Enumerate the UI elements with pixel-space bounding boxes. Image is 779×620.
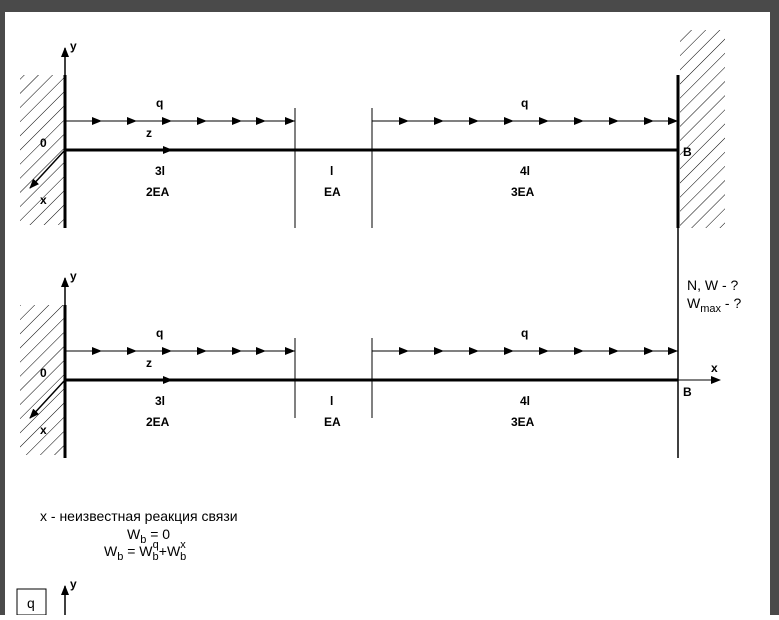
load-q-label-2: q bbox=[521, 96, 528, 110]
question-line-1: N, W - ? bbox=[687, 277, 739, 293]
segment-length-2: l bbox=[330, 164, 333, 178]
window-frame-right bbox=[770, 0, 779, 615]
y-axis-label: y bbox=[70, 577, 77, 591]
segment-stiffness-3: 3EA bbox=[511, 415, 535, 429]
left-wall-hatch bbox=[20, 75, 65, 225]
left-wall-hatch bbox=[20, 305, 65, 455]
x-axis-arrow bbox=[29, 379, 66, 419]
equation-2: Wb = Wbq+Wbx bbox=[104, 539, 186, 563]
equation-1: Wb = 0 bbox=[127, 526, 170, 546]
segment-length-2: l bbox=[330, 394, 333, 408]
question-line-2: Wmax - ? bbox=[687, 295, 741, 315]
segment-stiffness-1: 2EA bbox=[146, 415, 170, 429]
right-wall-hatch bbox=[680, 30, 725, 228]
load-q-label-1: q bbox=[156, 326, 163, 340]
question: N, W - ? Wmax - ? bbox=[687, 277, 741, 315]
z-axis-label: z bbox=[146, 356, 152, 370]
load-arrows-1 bbox=[92, 347, 295, 355]
diagram-1: y x 0 z B q q 3l 2EA l EA 4l bbox=[20, 30, 725, 228]
diagram-2: y x 0 x z B q q 3l 2EA l EA 4l 3EA bbox=[20, 228, 721, 458]
y-axis-label: y bbox=[70, 39, 77, 53]
x-axis-arrow bbox=[29, 149, 66, 189]
segment-length-3: 4l bbox=[520, 394, 530, 408]
origin-label: 0 bbox=[40, 366, 47, 380]
segment-length-1: 3l bbox=[155, 164, 165, 178]
load-arrows-1 bbox=[92, 117, 295, 125]
x-axis-label: x bbox=[40, 423, 47, 437]
z-axis-label: z bbox=[146, 126, 152, 140]
segment-length-1: 3l bbox=[155, 394, 165, 408]
reaction-text: x - неизвестная реакция связи bbox=[40, 508, 238, 524]
load-q-label-2: q bbox=[521, 326, 528, 340]
window-frame-left bbox=[0, 0, 5, 615]
page bbox=[5, 12, 770, 615]
origin-label: 0 bbox=[40, 136, 47, 150]
y-axis-label: y bbox=[70, 269, 77, 283]
segment-length-3: 4l bbox=[520, 164, 530, 178]
load-q-box-label: q bbox=[27, 595, 35, 611]
x-axis-right-label: x bbox=[711, 361, 718, 375]
segment-stiffness-2: EA bbox=[324, 185, 341, 199]
segment-stiffness-2: EA bbox=[324, 415, 341, 429]
x-axis-label: x bbox=[40, 193, 47, 207]
load-q-label-1: q bbox=[156, 96, 163, 110]
notes: x - неизвестная реакция связи Wb = 0 Wb … bbox=[40, 508, 238, 563]
segment-stiffness-1: 2EA bbox=[146, 185, 170, 199]
segment-stiffness-3: 3EA bbox=[511, 185, 535, 199]
diagram-3: q y bbox=[16, 577, 77, 616]
end-label-b: B bbox=[683, 385, 692, 399]
end-label-b: B bbox=[683, 145, 692, 159]
load-box bbox=[16, 588, 47, 616]
